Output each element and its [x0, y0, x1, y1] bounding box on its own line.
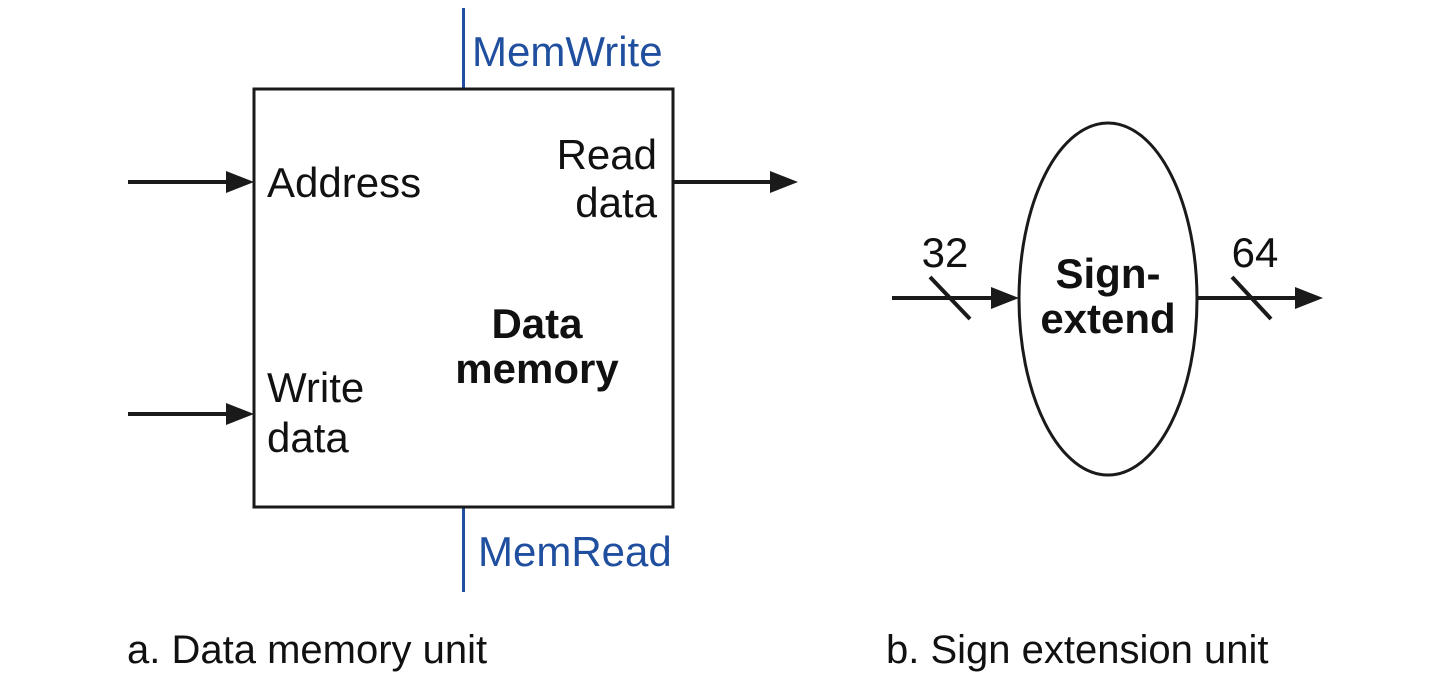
- address-label: Address: [267, 159, 422, 206]
- input-bus-width-label: 32: [921, 229, 969, 276]
- output-bus-width-slash: [1230, 275, 1273, 321]
- sign-extend-title: Sign- extend: [1040, 250, 1176, 342]
- data-memory-box: [252, 87, 675, 509]
- data-memory-title: Data memory: [455, 300, 619, 392]
- read-data-label: Read data: [556, 131, 657, 226]
- memwrite-label: MemWrite: [472, 28, 663, 75]
- memread-label: MemRead: [478, 528, 672, 575]
- input-bus-width-slash: [928, 275, 972, 321]
- sign-extend-input-arrow: [892, 287, 1019, 309]
- caption-data-memory-unit: a. Data memory unit: [127, 628, 488, 672]
- caption-sign-extension-unit: b. Sign extension unit: [886, 628, 1269, 672]
- address-input-arrow: [128, 171, 254, 193]
- write-data-input-arrow: [128, 403, 254, 425]
- output-bus-width-label: 64: [1231, 229, 1279, 276]
- write-data-label: Write data: [267, 364, 365, 461]
- read-data-output-arrow: [673, 171, 798, 193]
